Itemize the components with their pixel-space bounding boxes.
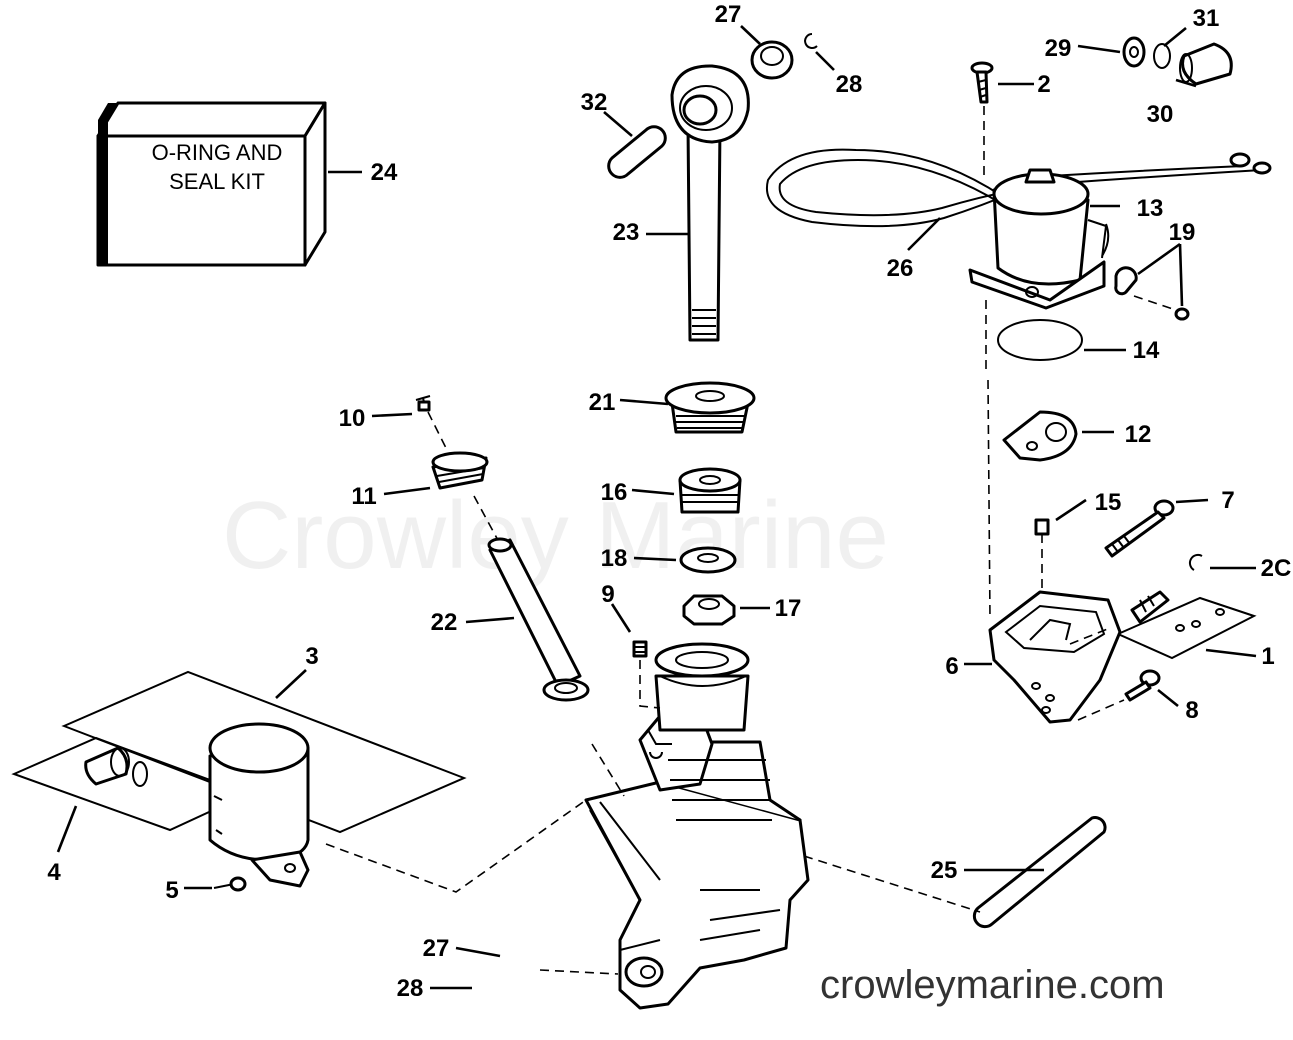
callout-9: 9 xyxy=(601,581,614,608)
callout-28-bottom: 28 xyxy=(397,975,424,1002)
callout-23: 23 xyxy=(613,219,640,246)
part-25-pin xyxy=(972,816,1107,929)
callout-8: 8 xyxy=(1185,697,1198,724)
callout-12: 12 xyxy=(1125,421,1152,448)
part-20-retaining-ring xyxy=(1188,553,1203,571)
leader-lines xyxy=(56,25,1257,990)
callout-7: 7 xyxy=(1221,487,1234,514)
callout-10: 10 xyxy=(339,405,366,432)
callout-31: 31 xyxy=(1193,5,1220,32)
callout-18: 18 xyxy=(601,545,628,572)
reservoir xyxy=(208,722,310,888)
watermark: Crowley Marine xyxy=(222,482,889,589)
callout-4: 4 xyxy=(47,859,61,886)
main-cylinder-housing xyxy=(584,642,810,1010)
callout-28-top: 28 xyxy=(836,71,863,98)
part-24-seal-kit-box: O-RING AND SEAL KIT xyxy=(96,101,327,267)
callout-3: 3 xyxy=(305,643,318,670)
part-15-plug xyxy=(1034,518,1050,536)
part-17-nut xyxy=(682,594,736,626)
callout-25: 25 xyxy=(931,857,958,884)
callout-16: 16 xyxy=(601,479,628,506)
part-10-screw xyxy=(415,395,431,412)
part-11-plug xyxy=(431,451,489,490)
callout-22: 22 xyxy=(431,609,458,636)
part-2-screw xyxy=(970,61,994,104)
callout-19: 19 xyxy=(1169,219,1196,246)
callout-14: 14 xyxy=(1133,337,1160,364)
part-1-gasket xyxy=(1115,596,1257,660)
part-16-piston xyxy=(678,467,742,514)
callout-1: 1 xyxy=(1261,643,1274,670)
kit-label-line-2: SEAL KIT xyxy=(169,169,265,194)
callout-26: 26 xyxy=(887,255,914,282)
callout-5: 5 xyxy=(165,877,178,904)
callout-29: 29 xyxy=(1045,35,1072,62)
part-21-cylinder-cap xyxy=(664,381,756,434)
part-26-wiring-harness xyxy=(765,148,1272,228)
part-19-clip-and-screw xyxy=(1114,266,1190,321)
callout-2: 2 xyxy=(1037,71,1050,98)
part-31-o-ring xyxy=(1153,43,1171,69)
callout-32: 32 xyxy=(581,89,608,116)
callout-2c: 2C xyxy=(1261,555,1292,582)
part-14-o-ring xyxy=(997,319,1083,361)
callout-15: 15 xyxy=(1095,489,1122,516)
part-6-pump-body xyxy=(988,590,1170,724)
part-22-tube xyxy=(487,537,590,702)
part-13-motor xyxy=(968,168,1110,310)
callout-6: 6 xyxy=(945,653,958,680)
part-30-connector xyxy=(1179,42,1233,86)
part-23-tilt-rod xyxy=(670,64,750,342)
part-29-cap xyxy=(1122,36,1146,68)
alignment-lines xyxy=(325,106,1177,975)
callout-labels: 27 28 32 23 24 21 16 18 17 9 22 10 11 3 … xyxy=(47,1,1291,1002)
callout-21: 21 xyxy=(589,389,616,416)
part-18-washer xyxy=(679,546,737,574)
part-32-pin xyxy=(607,125,667,179)
part-8-screw xyxy=(1124,669,1161,702)
part-5-screw xyxy=(213,876,247,892)
callout-13: 13 xyxy=(1137,195,1164,222)
part-9-set-screw xyxy=(632,640,648,658)
part-27-bushing-top xyxy=(750,40,794,80)
callout-24: 24 xyxy=(371,159,398,186)
callout-27-bottom: 27 xyxy=(423,935,450,962)
kit-label-line-1: O-RING AND xyxy=(152,140,283,165)
callout-17: 17 xyxy=(775,595,802,622)
callout-11: 11 xyxy=(351,483,376,510)
callout-27-top: 27 xyxy=(715,1,742,28)
callout-30: 30 xyxy=(1147,101,1174,128)
website-text: crowleymarine.com xyxy=(820,963,1165,1007)
part-28-retaining-ring-top xyxy=(804,33,818,49)
part-12-valve-body xyxy=(1002,410,1078,462)
part-7-bolt xyxy=(1104,499,1175,558)
